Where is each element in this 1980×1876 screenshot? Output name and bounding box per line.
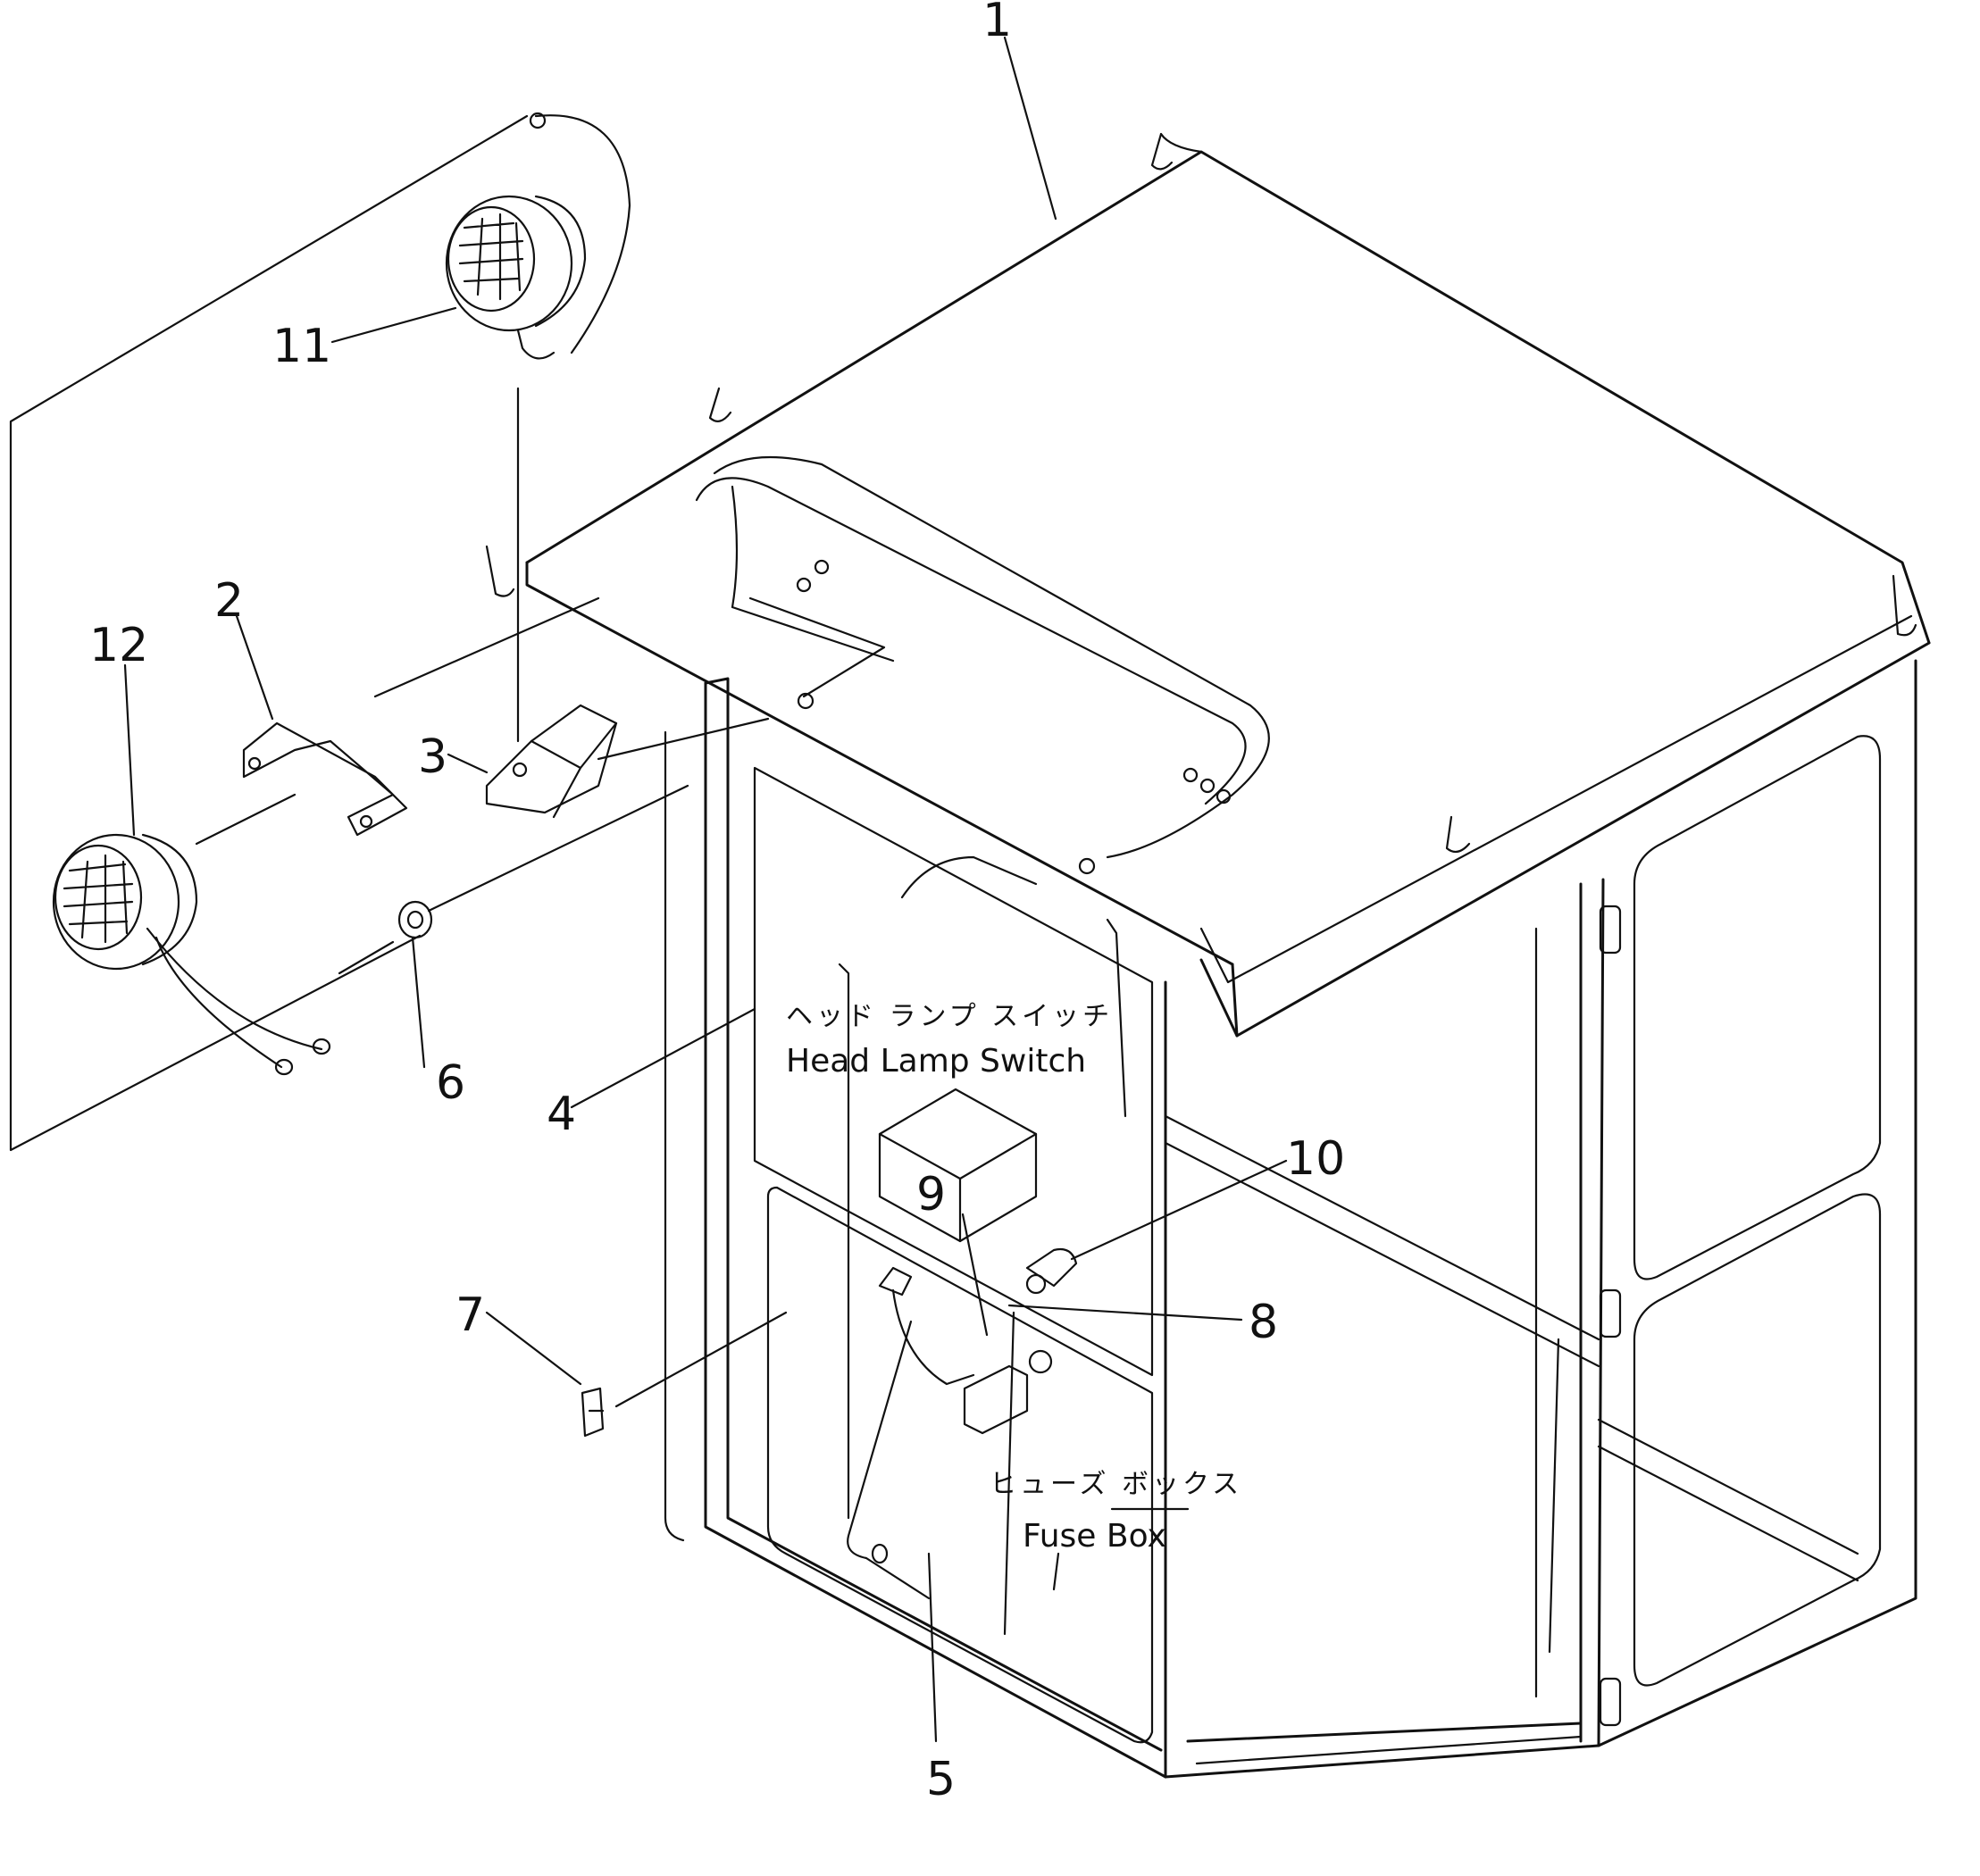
upper-head-lamp xyxy=(445,112,631,360)
fuse-box-label-jp: ヒューズ ボックス xyxy=(990,1469,1242,1500)
head-lamp-switch-label-jp: ヘッド ランプ スイッチ xyxy=(786,1001,1113,1032)
roof-wire-harness xyxy=(695,455,1270,875)
callout-leaders xyxy=(123,36,1288,1743)
callout-7: 7 xyxy=(455,1288,485,1342)
callout-11: 11 xyxy=(272,320,331,373)
callout-9: 9 xyxy=(916,1168,946,1221)
callout-numbers: 1 2 3 4 5 6 7 8 9 10 11 12 xyxy=(89,0,1345,1806)
fuse-box-label-en: Fuse Box xyxy=(1023,1518,1166,1555)
grommet xyxy=(397,900,433,939)
exploded-view-panel xyxy=(9,114,529,1152)
callout-2: 2 xyxy=(214,574,244,628)
callout-6: 6 xyxy=(436,1056,465,1110)
head-lamp-switch xyxy=(1025,1247,1078,1374)
callout-3: 3 xyxy=(418,730,447,784)
cab-roof xyxy=(485,132,1931,1038)
head-lamp-switch-wiring xyxy=(847,1266,975,1600)
assembly-guide-lines xyxy=(195,387,770,975)
lower-head-lamp xyxy=(52,833,331,1076)
lamp-mount xyxy=(485,704,618,819)
component-labels: ヘッド ランプ スイッチ Head Lamp Switch ヒューズ ボックス … xyxy=(786,1001,1242,1555)
wire-clip xyxy=(581,1387,605,1438)
lamp-bracket xyxy=(242,721,408,837)
callout-1: 1 xyxy=(982,0,1012,47)
callout-5: 5 xyxy=(926,1753,956,1806)
head-lamp-switch-label-en: Head Lamp Switch xyxy=(786,1043,1086,1080)
fuse-box xyxy=(878,1088,1038,1435)
callout-8: 8 xyxy=(1249,1296,1278,1349)
callout-12: 12 xyxy=(89,619,148,672)
callout-4: 4 xyxy=(547,1088,576,1141)
cab-frame xyxy=(664,659,1917,1779)
callout-10: 10 xyxy=(1286,1132,1345,1186)
